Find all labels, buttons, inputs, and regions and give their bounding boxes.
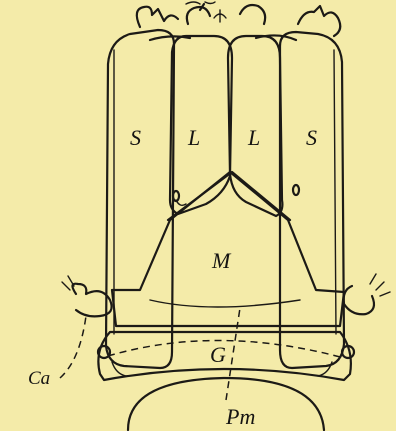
caption-fragment: [186, 2, 215, 4]
label-stipes-left: S: [130, 125, 141, 150]
label-gula: G: [210, 342, 226, 367]
label-postmentum: Pm: [225, 404, 255, 429]
label-cardo: Ca: [28, 368, 50, 389]
leader-cardo: [60, 316, 86, 378]
leader-postmentum: [226, 308, 240, 400]
lacinia-left: [170, 36, 232, 214]
label-lacinia-right: L: [247, 125, 260, 150]
label-stipes-right: S: [306, 125, 317, 150]
label-lacinia-left: L: [187, 125, 200, 150]
cardo-left: [62, 276, 112, 316]
cardo-right: [344, 274, 390, 314]
label-mentum: M: [211, 248, 232, 273]
stipes-left: [106, 30, 174, 368]
